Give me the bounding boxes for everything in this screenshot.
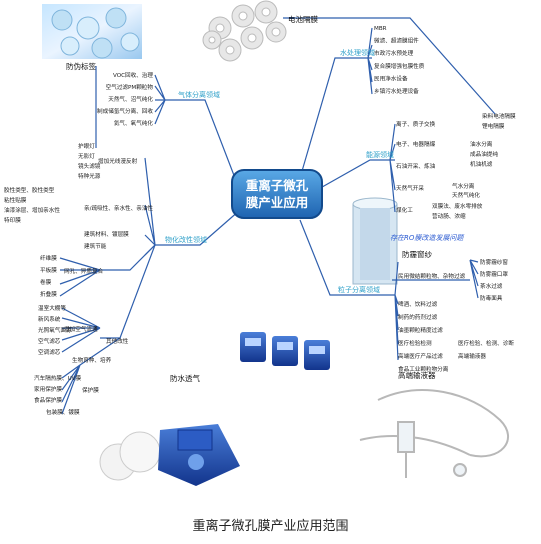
gas-leaf: 氦气、氧气纯化 [114,119,154,127]
particle-leaf: 油墨颗粒精度过滤 [398,326,443,334]
air-leaf: 新风系统 [38,315,61,323]
protect-label: 保护膜 [82,386,99,394]
water-right-leaf: 染料电池隔膜 [482,112,516,120]
air-label: 增加空气流通 [64,325,98,333]
air-leaf: 空气滤芯 [38,337,61,345]
fabric-leaf: 折叠膜 [40,290,57,298]
protect-leaf: 家用保护膜 [34,385,62,393]
protect-leaf: 汽车隔热膜、UV膜 [34,374,81,382]
gas-leaf: 制成储氢气分离、回收 [97,107,153,115]
energy-leaf: 天然气开采 [396,184,424,192]
bio-leaf: 生物育种、培养 [72,356,112,364]
energy-leaf: 离子、质子交换 [396,120,436,128]
particle-med-leaf: 医疗检验、检测、诊断 [458,339,514,347]
label-ro-membrane: 存在RO膜改造发展问题 [390,234,465,242]
particle-leaf: 高端医疗产品过滤 [398,352,443,360]
energy-oil-leaf: 机油机滤 [470,160,493,168]
branch-modification: 物化改性领域 [165,235,207,244]
gas-leaf: 天然气、沼气纯化 [108,95,153,103]
air-leaf: 空调滤芯 [38,348,61,356]
water-leaf: 微滤、超滤膜组件 [374,37,419,45]
mod-material-leaf: 胶性类型、胶性类型 [4,186,55,194]
infusion-set-image [359,389,510,478]
mod-surface-leaf: 特种光源 [78,172,101,180]
particle-top-label: 民用微结颗粒物、杂物过滤 [398,272,466,280]
water-leaf: MBR [374,26,387,32]
mod-material-leaf: 粘性贴膜 [4,196,27,204]
waterproof-device-image [99,424,240,486]
pkg-leaf: 包装膜、镀膜 [46,408,80,416]
water-leaf: 民用净水设备 [374,74,408,82]
other-label: 其他改性 [106,337,129,345]
fabric-leaf: 平板膜 [40,266,57,274]
energy-coal-leaf: 双膜法、废水零排放 [432,202,483,210]
anti-counterfeit-label-image [42,4,142,59]
energy-leaf: 煤化工 [396,206,413,214]
energy-gas-leaf: 天然气纯化 [452,191,480,199]
branch-particle-separation: 粒子分离领域 [338,285,380,294]
protect-leaf: 食品保护膜 [34,396,62,404]
energy-oil-leaf: 成品油提纯 [470,150,498,158]
particle-top-leaf: 防雾霾纱窗 [480,258,508,266]
central-node: 重离子微孔 膜产业应用 [231,169,323,219]
label-anti-haze-screen: 防霾窗纱 [402,249,432,259]
gas-leaf: VOC回收、治理 [113,71,153,79]
membrane-roll-image [352,197,398,285]
label-waterproof-breathable: 防水透气 [170,373,200,383]
mod-material-label: 亲/疏吸性、亲水性、亲油性 [84,204,153,212]
air-leaf: 温室大棚等 [38,304,66,312]
water-leaf: 乡镇污水处理设备 [374,87,419,95]
energy-leaf: 电子、电器隔爆 [396,140,436,148]
branch-gas-separation: 气体分离领域 [178,90,220,99]
particle-leaf: 食品工业颗粒物分离 [398,365,449,373]
mod-surface-label: 增加光线漫反射 [98,157,138,165]
mod-material-leaf: 特印膜 [4,216,21,224]
particle-high-leaf: 高端输液器 [458,352,486,360]
branch-water-treatment: 水处理领域 [340,48,375,57]
particle-leaf: 医疗检验检测 [398,339,432,347]
mod-material-leaf: 油漆涂层、增加亲水性 [4,206,60,214]
water-leaf: 复合膜增强包膜性质 [374,62,425,70]
particle-top-leaf: 防毒面具 [480,294,503,302]
particle-top-leaf: 防雾霾口罩 [480,270,508,278]
water-right-leaf: 锂电隔膜 [482,122,505,130]
central-title-line1: 重离子微孔 [246,178,309,193]
figure-caption: 重离子微孔膜产业应用范围 [192,519,349,534]
filter-device-image [240,332,330,370]
connector-lines [59,17,496,415]
energy-coal-leaf: 营动肠、浓缩 [432,212,466,220]
central-title-line2: 膜产业应用 [246,195,309,210]
particle-top-leaf: 茶水过滤 [480,282,503,290]
label-anti-counterfeit: 防伪标签 [66,61,96,71]
fabric-label: 网孔、异质复合 [64,267,104,275]
mod-surface-leaf: 镜头滤镜 [78,162,101,170]
energy-gas-leaf: 气水分离 [452,182,475,190]
energy-oil-leaf: 油水分离 [470,140,493,148]
energy-leaf: 石油开采、炼油 [396,162,436,170]
battery-separator-image [202,0,287,62]
air-leaf: 光照氧气面源 [38,326,72,334]
mod-building-leaf: 建筑节能 [84,242,107,250]
mod-building-leaf: 建筑材料、镀层膜 [84,230,129,238]
gas-leaf: 空气过滤PM颗粒物 [106,83,154,91]
fabric-leaf: 纤维膜 [40,254,57,262]
water-leaf: 市政污水预处理 [374,49,414,57]
label-infusion-set: 高端输液器 [398,370,436,380]
label-battery-separator: 电池隔膜 [288,14,318,24]
branch-energy: 能源领域 [366,150,394,159]
fabric-leaf: 卷膜 [40,278,52,286]
particle-leaf: 啤酒、饮料过滤 [398,300,438,308]
mod-surface-leaf: 护眼灯 [78,142,95,150]
mod-surface-leaf: 无影灯 [78,152,95,160]
particle-leaf: 制药的药剂过滤 [398,313,438,321]
